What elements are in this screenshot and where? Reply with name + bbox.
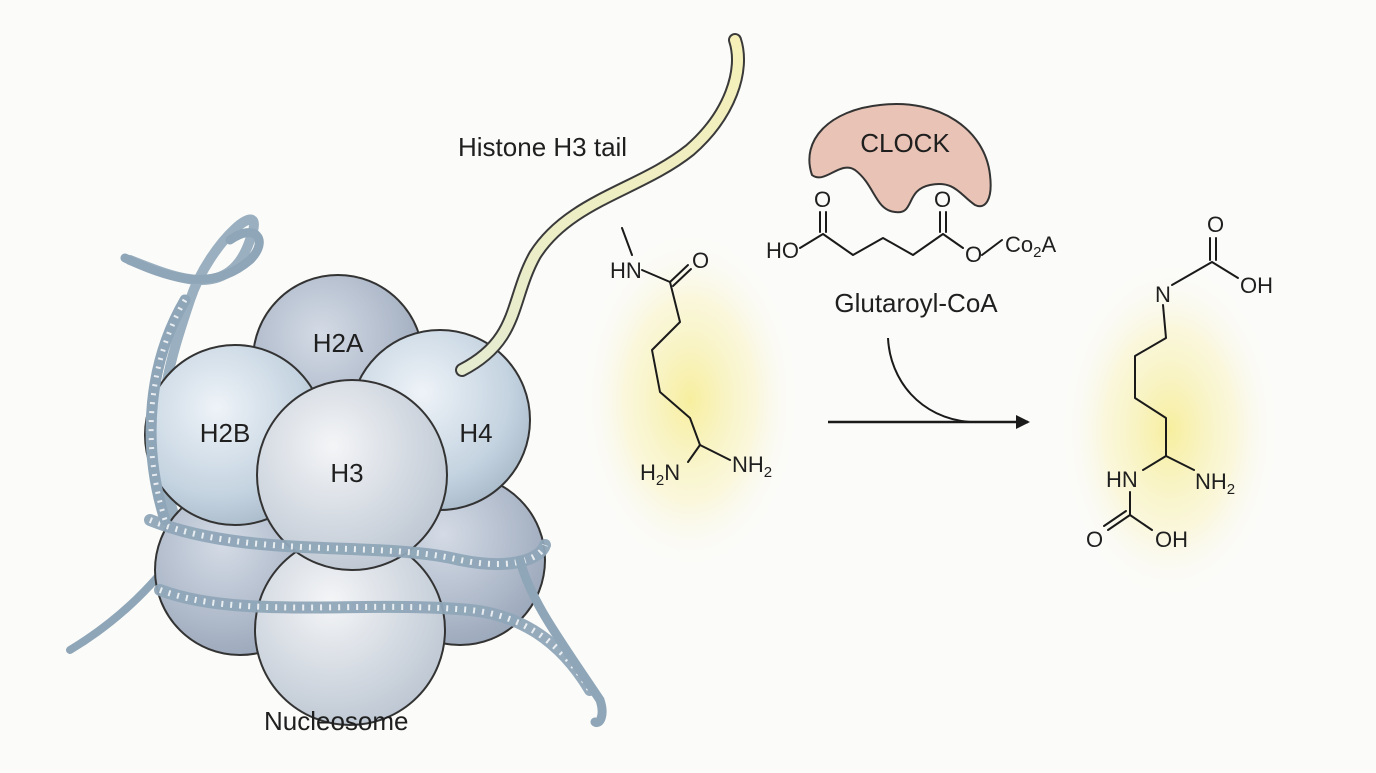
glutarylated-product: O N OH HN NH2 O OH — [1086, 212, 1273, 552]
nucleosome: H2A H2B H4 H3 — [66, 214, 607, 727]
substrate-nh2: NH2 — [732, 452, 772, 481]
substrate-h2n: H2N — [640, 460, 680, 489]
glut-o-left: O — [814, 187, 831, 212]
glut-o-ester: O — [965, 242, 982, 267]
dna-front-wrap-2 — [154, 584, 596, 696]
histone-h3-tail-fill — [457, 35, 743, 375]
clock-enzyme — [808, 103, 992, 214]
substrate-hn: HN — [610, 258, 642, 283]
prod-n-top: N — [1155, 282, 1171, 307]
prod-o-bottom: O — [1086, 527, 1103, 552]
label-h4: H4 — [459, 418, 492, 448]
prod-oh-top: OH — [1240, 273, 1273, 298]
glut-ho: HO — [766, 238, 799, 263]
dna-top-loop — [120, 228, 264, 284]
reaction-arrow-curve — [887, 337, 971, 423]
prod-oh-bottom: OH — [1155, 527, 1188, 552]
label-nucleosome: Nucleosome — [264, 706, 409, 736]
glut-o-right: O — [934, 187, 951, 212]
prod-hn-bottom: HN — [1106, 467, 1138, 492]
prod-o-top: O — [1207, 212, 1224, 237]
glutaroyl-coa: O O HO O Co2A — [766, 187, 1056, 267]
substrate-o: O — [692, 248, 709, 273]
prod-nh2: NH2 — [1195, 469, 1235, 498]
lysine-substrate: HN O H2N NH2 — [610, 227, 772, 489]
label-glutaroyl-coa: Glutaroyl-CoA — [834, 288, 998, 318]
label-h3: H3 — [330, 458, 363, 488]
clock-label: CLOCK — [860, 128, 950, 158]
substrate-glow — [580, 230, 800, 570]
label-h2a: H2A — [313, 328, 364, 358]
histone-h3 — [256, 379, 448, 571]
label-histone-tail: Histone H3 tail — [458, 132, 627, 162]
glut-coa: Co2A — [1005, 232, 1056, 261]
label-h2b: H2B — [200, 418, 251, 448]
dna-left-side-rungs — [148, 298, 188, 521]
dna-right-tail — [515, 555, 607, 727]
product-glow — [1060, 260, 1280, 600]
